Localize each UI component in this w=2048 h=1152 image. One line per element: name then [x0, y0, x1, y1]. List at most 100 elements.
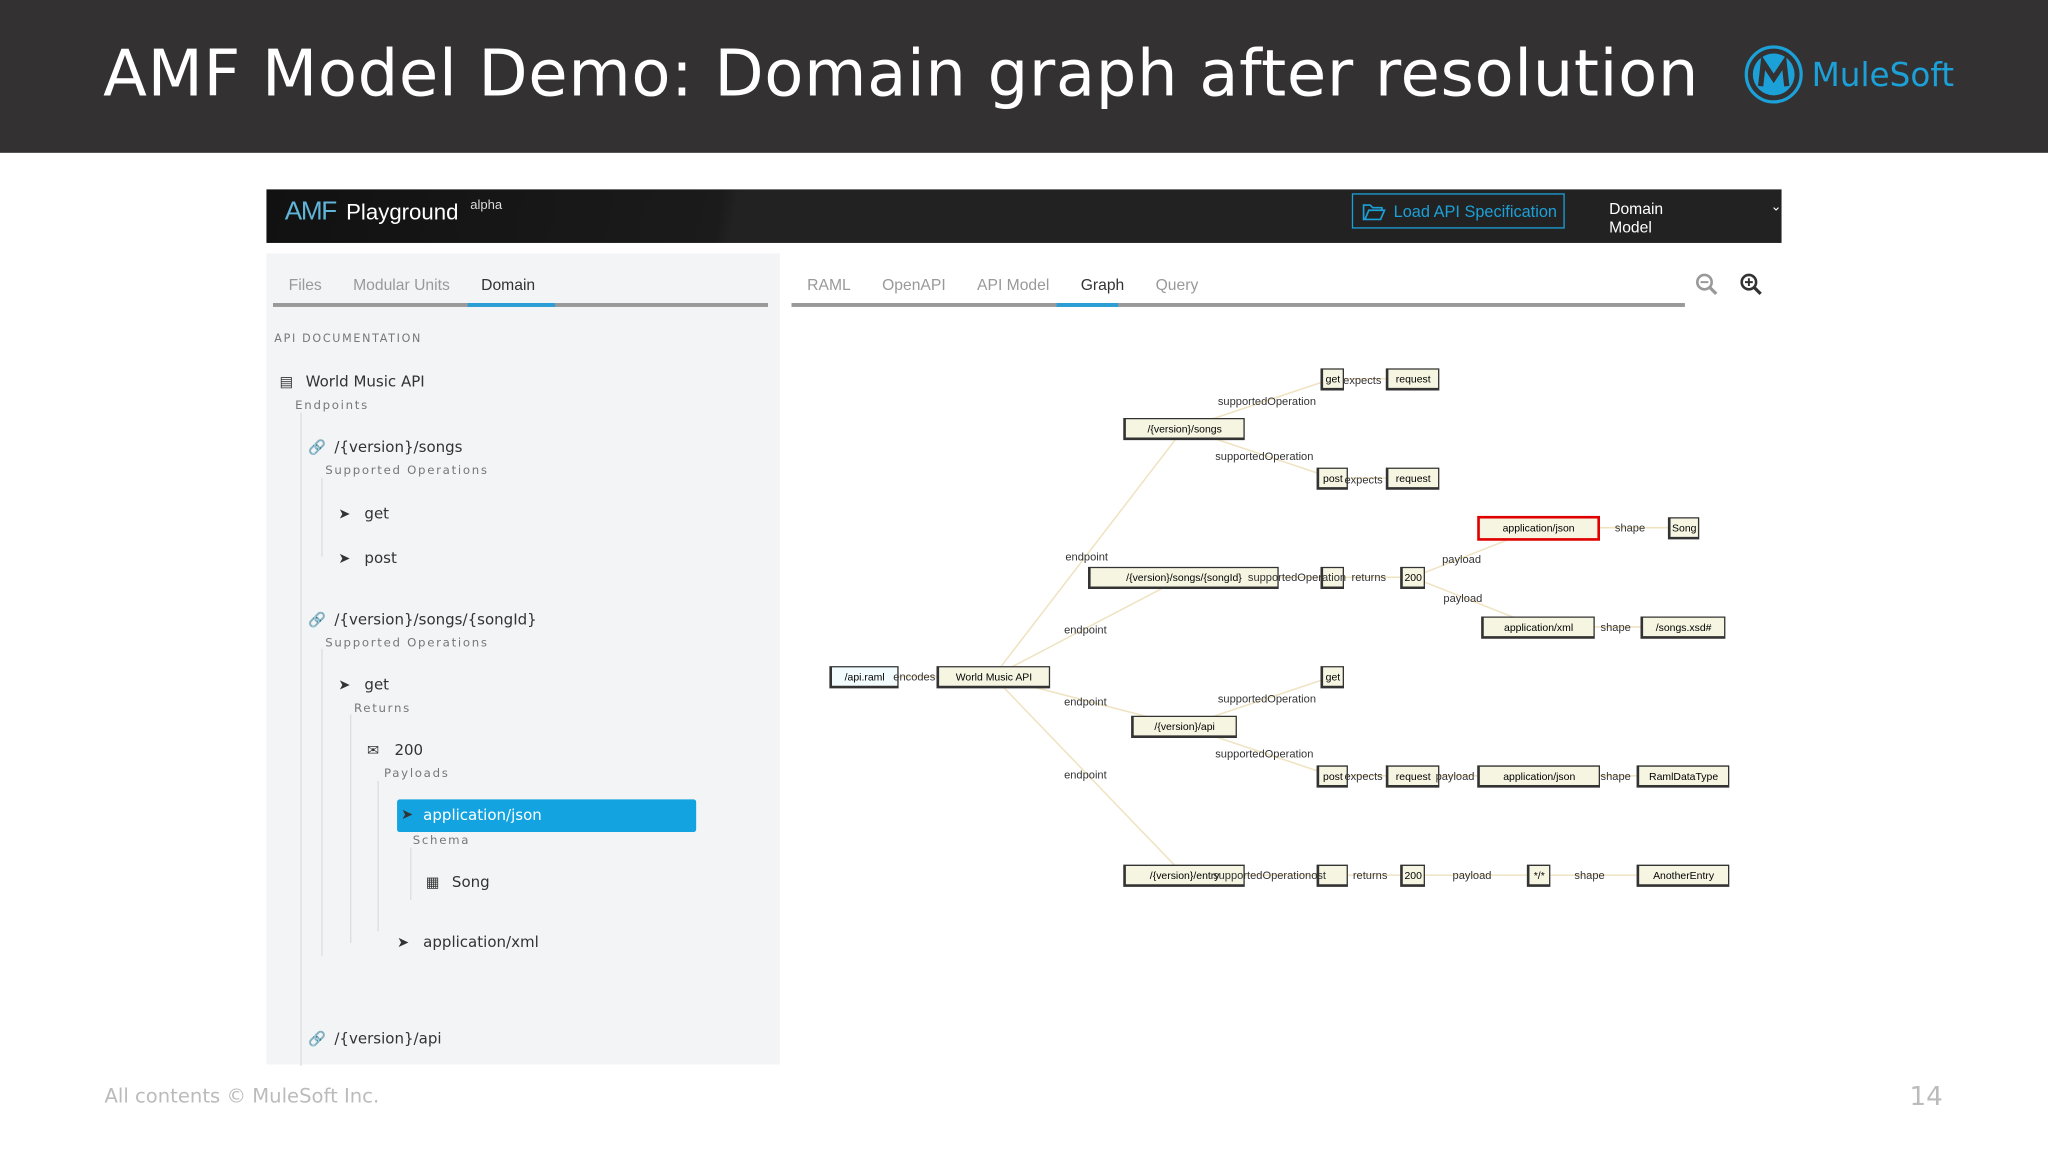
graph-edge-label: returns [1351, 570, 1387, 584]
section-heading: API DOCUMENTATION [274, 333, 423, 347]
tree-item-response[interactable]: 200 [394, 740, 424, 759]
graph-node[interactable]: AnotherEntry [1636, 864, 1730, 887]
graph-node[interactable] [1316, 864, 1348, 887]
load-api-spec-button[interactable]: Load API Specification [1351, 193, 1565, 229]
tree-item-payload[interactable]: application/xml [423, 932, 539, 951]
graph-node[interactable]: request [1385, 368, 1440, 391]
returns-label: Returns [353, 702, 411, 716]
graph-edge-label: supportedOperation [1217, 394, 1317, 408]
graph-node[interactable]: */* [1526, 864, 1551, 887]
cubes-icon: ▦ [425, 875, 440, 891]
graph-edge-label: endpoint [1065, 549, 1108, 563]
tree-guide [300, 412, 302, 1066]
model-select-value: Domain Model [1609, 199, 1664, 237]
graph-node[interactable]: post [1316, 467, 1348, 490]
graph-node[interactable]: World Music API [936, 666, 1051, 689]
tree-item-payload-selected[interactable]: ➤ application/json [397, 799, 697, 832]
graph-node[interactable]: post [1316, 765, 1348, 788]
tab-graph[interactable]: Graph [1080, 275, 1125, 294]
link-icon: 🔗 [308, 440, 327, 456]
graph-edge-label: shape [1614, 521, 1646, 535]
graph-node[interactable]: application/json [1477, 765, 1600, 788]
tree-guide [321, 649, 323, 957]
page-number: 14 [1909, 1080, 1943, 1112]
right-panel: RAML OpenAPI API Model Graph Query [791, 253, 1782, 1065]
graph-edge-label: payload [1442, 552, 1481, 566]
payloads-label: Payloads [383, 767, 450, 782]
graph-node[interactable]: RamlDataType [1636, 765, 1730, 788]
graph-node[interactable]: /songs.xsd# [1640, 616, 1726, 639]
tree-item-operation[interactable]: get [364, 504, 390, 523]
zoom-in-icon[interactable] [1740, 273, 1764, 297]
tab-api-model[interactable]: API Model [977, 275, 1050, 294]
tab-raml[interactable]: RAML [807, 275, 851, 294]
mulesoft-logo: MuleSoft [1744, 44, 1954, 104]
tab-files[interactable]: Files [288, 275, 322, 294]
copyright: All contents © MuleSoft Inc. [104, 1084, 380, 1108]
graph-edge-label: supportedOperationost [1213, 868, 1327, 882]
graph-node[interactable]: request [1385, 765, 1440, 788]
graph-node[interactable]: request [1385, 467, 1440, 490]
graph-edge-label: shape [1574, 868, 1605, 882]
endpoints-label: Endpoints [295, 399, 369, 413]
slide-header: AMF Model Demo: Domain graph after resol… [0, 0, 2048, 153]
graph-edge-label: expects [1343, 373, 1382, 387]
rocket-icon: ➤ [338, 677, 351, 694]
graph-node[interactable]: get [1320, 666, 1344, 689]
graph-edge-label: supportedOperation [1215, 747, 1314, 761]
graph-edge-label: payload [1443, 591, 1483, 605]
tree-guide [410, 847, 412, 900]
tree-guide [350, 714, 352, 944]
rocket-icon: ➤ [338, 551, 351, 567]
tab-modular-units[interactable]: Modular Units [353, 275, 450, 294]
paper-plane-icon: ➤ [397, 935, 410, 951]
left-tabs: Files Modular Units Domain [273, 276, 551, 302]
amf-playground-window: AMF Playground alpha Load API Specificat… [266, 189, 1782, 1066]
tree-item-api[interactable]: World Music API [305, 372, 425, 391]
slide-title: AMF Model Demo: Domain graph after resol… [103, 36, 1700, 112]
graph-node[interactable]: 200 [1400, 864, 1425, 887]
tab-underline [791, 303, 1685, 307]
amf-logo: AMF [284, 197, 338, 226]
model-select-dropdown[interactable]: Domain Model ⌄ [1609, 200, 1781, 237]
tree-item-operation[interactable]: post [364, 548, 397, 567]
graph-node[interactable]: /{version}/songs/{songId} [1087, 566, 1279, 590]
tab-domain[interactable]: Domain [481, 275, 536, 294]
tree-item-endpoint[interactable]: /{version}/api [334, 1029, 442, 1048]
tree-item-schema[interactable]: Song [451, 872, 490, 891]
tree-item-operation[interactable]: get [364, 675, 390, 694]
graph-node[interactable]: /api.raml [829, 666, 899, 689]
graph-edge-label: expects [1344, 769, 1383, 783]
graph-node[interactable]: application/xml [1481, 616, 1595, 639]
graph-edge-label: payload [1435, 769, 1475, 783]
graph-node[interactable]: Song [1667, 517, 1700, 540]
graph-node[interactable]: /{version}/api [1131, 715, 1237, 738]
active-tab-indicator [1056, 303, 1119, 307]
tree-item-endpoint[interactable]: /{version}/songs/{songId} [334, 609, 537, 629]
left-panel: Files Modular Units Domain API DOCUMENTA… [266, 253, 780, 1066]
graph-edge-label: supportedOperation [1247, 570, 1347, 584]
graph-node[interactable]: get [1320, 368, 1344, 391]
graph-node[interactable]: /{version}/entry [1123, 864, 1245, 887]
operations-label: Supported Operations [325, 464, 489, 479]
folder-open-icon [1362, 203, 1386, 220]
graph-edge [992, 676, 1185, 876]
link-icon: 🔗 [308, 612, 327, 629]
link-icon: 🔗 [308, 1031, 327, 1048]
graph-edge-label: payload [1452, 868, 1492, 882]
right-tabs: RAML OpenAPI API Model Graph Query [792, 276, 1214, 302]
tab-openapi[interactable]: OpenAPI [882, 275, 946, 294]
graph-node[interactable]: 200 [1400, 566, 1425, 590]
operations-label: Supported Operations [325, 637, 489, 651]
graph-edge-label: encodes [893, 670, 936, 684]
graph-node[interactable]: application/json [1477, 515, 1600, 541]
mulesoft-icon [1744, 45, 1803, 104]
tab-query[interactable]: Query [1155, 275, 1199, 294]
zoom-out-icon[interactable] [1695, 273, 1719, 297]
tree-item-endpoint[interactable]: /{version}/songs [334, 437, 463, 456]
schema-label: Schema [412, 834, 471, 848]
graph-node[interactable] [1320, 566, 1344, 590]
graph-node[interactable]: /{version}/songs [1123, 417, 1245, 441]
